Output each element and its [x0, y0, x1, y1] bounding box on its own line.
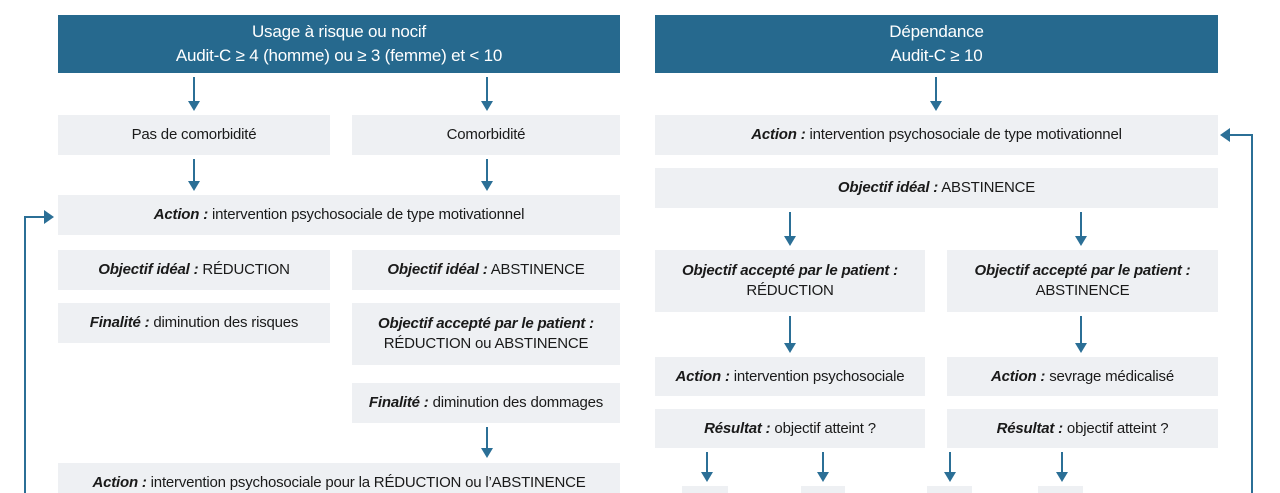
node-no-comorbidity: Pas de comorbidité	[58, 115, 330, 155]
arrow-down-icon	[944, 452, 956, 482]
node-comorbidity: Comorbidité	[352, 115, 620, 155]
arrow-down-icon	[817, 452, 829, 482]
header-dependance-line2: Audit-C ≥ 10	[890, 46, 983, 65]
node-label-text: RÉDUCTION	[746, 282, 834, 299]
arrow-down-icon	[481, 77, 493, 111]
node-label-prefix: Action :	[991, 367, 1046, 385]
node-label-text: diminution des dommages	[432, 394, 604, 411]
node-action-reduction-abstinence: Action : intervention psychosociale pour…	[58, 463, 620, 493]
arrow-right-icon	[44, 210, 54, 224]
node-label-text: ABSTINENCE	[1035, 282, 1130, 299]
node-label-prefix: Résultat :	[704, 419, 771, 437]
node-label-text: intervention psychosociale pour la RÉDUC…	[150, 474, 586, 491]
feedback-line-left-vertical	[24, 216, 26, 493]
node-action-psychosocial: Action : intervention psychosociale	[655, 357, 925, 396]
node-label-text: intervention psychosociale de type motiv…	[211, 206, 525, 223]
node-label: Pas de comorbidité	[131, 126, 257, 143]
node-label-prefix: Résultat :	[996, 419, 1064, 437]
node-label-prefix: Action :	[153, 206, 208, 223]
node-label-text: intervention psychosociale	[733, 367, 905, 385]
node-finality-damages: Finalité : diminution des dommages	[352, 383, 620, 423]
node-label-text: ABSTINENCE	[941, 179, 1036, 196]
node-label-text: objectif atteint ?	[1066, 419, 1169, 437]
node-result-left: Résultat : objectif atteint ?	[655, 409, 925, 448]
arrow-down-icon	[1075, 212, 1087, 246]
node-ideal-abstinence-left: Objectif idéal : ABSTINENCE	[352, 250, 620, 290]
node-label-text: ABSTINENCE	[490, 261, 585, 278]
node-outcome-stub	[801, 486, 845, 493]
node-ideal-reduction: Objectif idéal : RÉDUCTION	[58, 250, 330, 290]
arrow-down-icon	[701, 452, 713, 482]
arrow-down-icon	[1056, 452, 1068, 482]
node-label-prefix: Finalité :	[89, 314, 150, 331]
feedback-line-right-horizontal	[1230, 134, 1253, 136]
node-accepted-reduction: Objectif accepté par le patient : RÉDUCT…	[655, 250, 925, 312]
arrow-left-icon	[1220, 128, 1230, 142]
node-label-prefix: Action :	[675, 367, 730, 385]
node-outcome-stub	[927, 486, 972, 493]
header-dependance: Dépendance Audit-C ≥ 10	[655, 15, 1218, 73]
node-label-text: RÉDUCTION	[202, 261, 290, 278]
feedback-line-left-horizontal	[24, 216, 46, 218]
arrow-down-icon	[784, 316, 796, 353]
arrow-down-icon	[481, 427, 493, 458]
node-ideal-abstinence-right: Objectif idéal : ABSTINENCE	[655, 168, 1218, 208]
node-accepted-reduction-abstinence: Objectif accepté par le patient : RÉDUCT…	[352, 303, 620, 365]
node-label-text: diminution des risques	[153, 314, 299, 331]
header-usage-line2: Audit-C ≥ 4 (homme) ou ≥ 3 (femme) et < …	[175, 46, 503, 65]
node-label-prefix: Objectif idéal :	[837, 179, 939, 196]
node-label-prefix: Action :	[751, 126, 806, 143]
node-accepted-abstinence: Objectif accepté par le patient : ABSTIN…	[947, 250, 1218, 312]
node-label-prefix: Objectif accepté par le patient :	[974, 262, 1191, 279]
node-label-prefix: Finalité :	[368, 394, 429, 411]
node-label-text: intervention psychosociale de type motiv…	[809, 126, 1122, 143]
node-action-motivational-left: Action : intervention psychosociale de t…	[58, 195, 620, 235]
arrow-down-icon	[784, 212, 796, 246]
node-label-prefix: Objectif idéal :	[387, 261, 488, 278]
arrow-down-icon	[930, 77, 942, 111]
node-label-prefix: Objectif accepté par le patient :	[682, 262, 898, 279]
node-label-text: RÉDUCTION ou ABSTINENCE	[383, 335, 589, 352]
node-label-text: sevrage médicalisé	[1049, 367, 1174, 385]
arrow-down-icon	[1075, 316, 1087, 353]
node-label-prefix: Objectif idéal :	[98, 261, 199, 278]
node-action-sevrage: Action : sevrage médicalisé	[947, 357, 1218, 396]
header-dependance-line1: Dépendance	[889, 22, 984, 41]
feedback-line-right-vertical	[1251, 134, 1253, 493]
node-label-prefix: Objectif accepté par le patient :	[378, 315, 594, 332]
arrow-down-icon	[188, 159, 200, 191]
node-label-text: objectif atteint ?	[774, 419, 876, 437]
header-usage-a-risque: Usage à risque ou nocif Audit-C ≥ 4 (hom…	[58, 15, 620, 73]
node-label: Comorbidité	[446, 126, 526, 143]
arrow-down-icon	[481, 159, 493, 191]
node-outcome-stub	[1038, 486, 1083, 493]
node-result-right: Résultat : objectif atteint ?	[947, 409, 1218, 448]
node-finality-risks: Finalité : diminution des risques	[58, 303, 330, 343]
header-usage-line1: Usage à risque ou nocif	[251, 22, 426, 41]
node-outcome-stub	[682, 486, 728, 493]
node-action-motivational-right: Action : intervention psychosociale de t…	[655, 115, 1218, 155]
node-label-prefix: Action :	[92, 474, 147, 491]
arrow-down-icon	[188, 77, 200, 111]
